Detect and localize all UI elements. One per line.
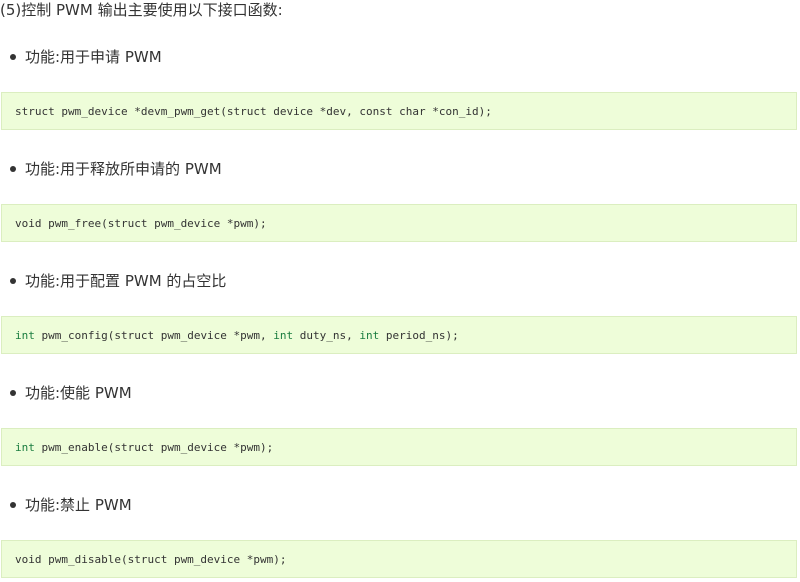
bullet-label: 功能:禁止 PWM: [25, 496, 132, 514]
bullet-dot-icon: [10, 53, 16, 60]
code-line: void pwm_disable(struct pwm_device *pwm)…: [15, 553, 287, 566]
bullet-item-4: 功能:使能 PWM: [10, 382, 132, 404]
code-line: void pwm_free(struct pwm_device *pwm);: [15, 217, 267, 230]
bullet-dot-icon: [10, 389, 16, 396]
code-block-4: int pwm_enable(struct pwm_device *pwm);: [1, 428, 797, 466]
bullet-label: 功能:使能 PWM: [25, 384, 132, 402]
bullet-dot-icon: [10, 165, 16, 172]
code-block-2: void pwm_free(struct pwm_device *pwm);: [1, 204, 797, 242]
code-block-1: struct pwm_device *devm_pwm_get(struct d…: [1, 92, 797, 130]
code-keyword: int: [359, 329, 380, 342]
intro-text: (5)控制 PWM 输出主要使用以下接口函数:: [0, 1, 283, 19]
bullet-dot-icon: [10, 501, 16, 508]
code-keyword: int: [273, 329, 294, 342]
code-keyword: int: [15, 329, 35, 342]
bullet-item-1: 功能:用于申请 PWM: [10, 46, 162, 68]
bullet-label: 功能:用于申请 PWM: [25, 48, 162, 66]
code-block-3: int pwm_config(struct pwm_device *pwm, i…: [1, 316, 797, 354]
bullet-item-5: 功能:禁止 PWM: [10, 494, 132, 516]
code-segment: duty_ns,: [293, 329, 360, 342]
code-line: pwm_enable(struct pwm_device *pwm);: [34, 441, 274, 454]
bullet-item-2: 功能:用于释放所申请的 PWM: [10, 158, 222, 180]
code-keyword: int: [15, 441, 35, 454]
code-segment: pwm_config(struct pwm_device *pwm,: [34, 329, 274, 342]
bullet-item-3: 功能:用于配置 PWM 的占空比: [10, 270, 226, 292]
code-block-5: void pwm_disable(struct pwm_device *pwm)…: [1, 540, 797, 578]
code-line: struct pwm_device *devm_pwm_get(struct d…: [15, 105, 492, 118]
bullet-label: 功能:用于释放所申请的 PWM: [25, 160, 222, 178]
bullet-dot-icon: [10, 277, 16, 284]
code-segment: period_ns);: [379, 329, 459, 342]
bullet-label: 功能:用于配置 PWM 的占空比: [25, 272, 227, 290]
